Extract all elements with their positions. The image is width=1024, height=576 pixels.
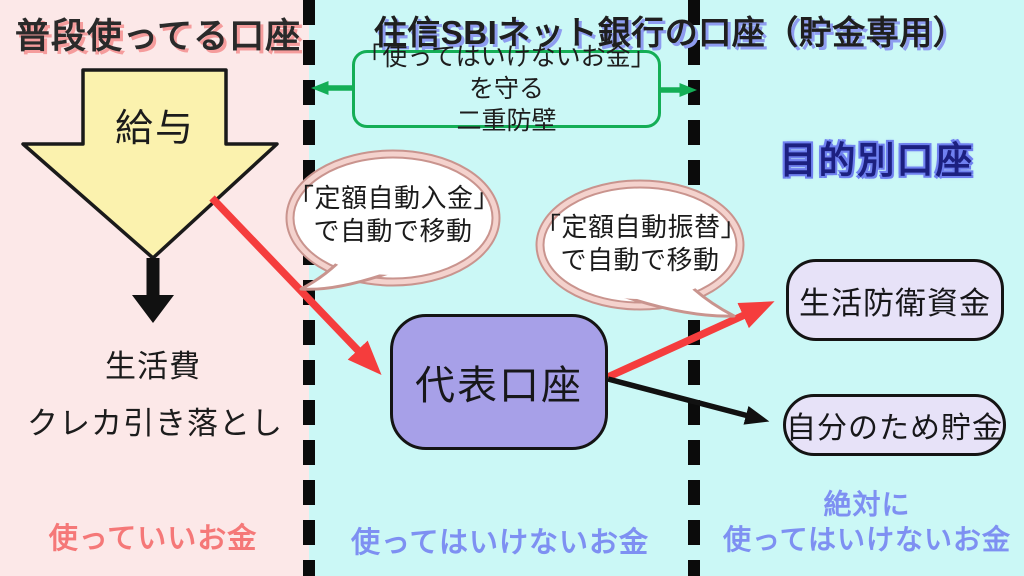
- credit-card-debit-label: クレカ引き落とし: [27, 406, 283, 441]
- double-wall-note-line2: 二重防壁: [456, 107, 557, 135]
- auto-transfer-bubble-text: 「定額自動振替」 で自動で移動: [535, 211, 748, 277]
- living-expenses-label: 生活費: [105, 349, 201, 384]
- divider-left-dashed-line: [303, 0, 315, 576]
- absolutely-line1: 絶対に: [823, 489, 911, 520]
- auto-deposit-bubble-text: 「定額自動入金」 で自動で移動: [288, 182, 501, 248]
- everyday-account-section: [0, 0, 309, 576]
- absolutely-not-spendable-label: 絶対に 使ってはいけないお金: [710, 487, 1024, 557]
- salary-label: 給与: [114, 108, 195, 150]
- main-account-box: 代表口座: [390, 314, 608, 450]
- everyday-account-title: 普段使ってる口座: [14, 17, 302, 56]
- not-spendable-money-label: 使ってはいけないお金: [351, 527, 649, 559]
- purpose-accounts-heading: 目的別口座: [779, 140, 975, 181]
- auto-transfer-line2: で自動で移動: [560, 245, 720, 275]
- auto-transfer-line1: 「定額自動振替」: [535, 212, 748, 242]
- divider-right-dashed-line: [688, 0, 700, 576]
- self-savings-box: 自分のため貯金: [783, 394, 1006, 456]
- emergency-fund-box: 生活防衛資金: [786, 259, 1004, 341]
- double-wall-note-box: 「使ってはいけないお金」を守る 二重防壁: [352, 43, 661, 135]
- auto-deposit-line1: 「定額自動入金」: [288, 183, 501, 213]
- absolutely-line2: 使ってはいけないお金: [722, 524, 1012, 555]
- double-wall-note-line1: 「使ってはいけないお金」を守る: [357, 43, 656, 103]
- sbi-account-title: 住信SBIネット銀行の口座（貯金専用）: [373, 14, 967, 51]
- auto-deposit-line2: で自動で移動: [313, 216, 473, 246]
- spendable-money-label: 使っていいお金: [48, 523, 258, 555]
